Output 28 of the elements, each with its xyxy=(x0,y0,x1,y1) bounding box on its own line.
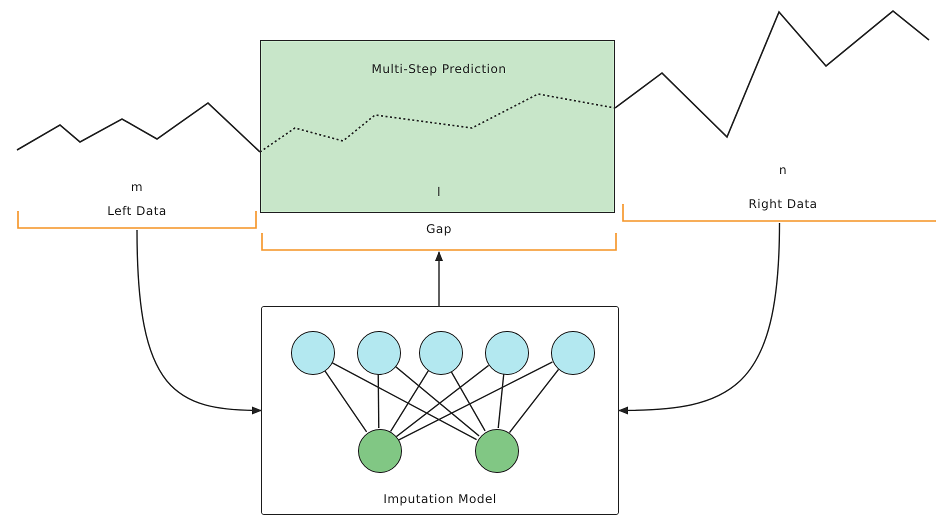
connection-line xyxy=(398,361,553,441)
segment-label: Left Data xyxy=(107,204,167,218)
connection-line xyxy=(324,370,368,432)
arrow xyxy=(136,230,262,414)
arrow xyxy=(435,251,443,306)
length-label: l xyxy=(437,185,441,199)
connection-line xyxy=(390,370,429,432)
neuron-circle xyxy=(291,331,335,375)
arrow xyxy=(618,222,780,414)
connection-line xyxy=(378,374,380,428)
segment-label: Gap xyxy=(426,222,452,236)
neuron-circle xyxy=(357,331,401,375)
neuron-circle xyxy=(358,429,402,473)
length-label: n xyxy=(778,163,788,177)
neuron-circle xyxy=(419,331,463,375)
connection-line xyxy=(450,370,486,432)
box-title: Multi-Step Prediction xyxy=(372,62,506,76)
box-title: Imputation Model xyxy=(383,492,497,506)
connection-line xyxy=(331,362,477,440)
model-box xyxy=(261,306,619,515)
connection-line xyxy=(498,374,504,428)
connection-line xyxy=(508,368,560,434)
neuron-circle xyxy=(485,331,529,375)
neuron-circle xyxy=(551,331,595,375)
length-label: m xyxy=(130,180,144,194)
prediction-box xyxy=(260,40,615,213)
neuron-circle xyxy=(475,429,519,473)
segment-label: Right Data xyxy=(748,197,818,211)
